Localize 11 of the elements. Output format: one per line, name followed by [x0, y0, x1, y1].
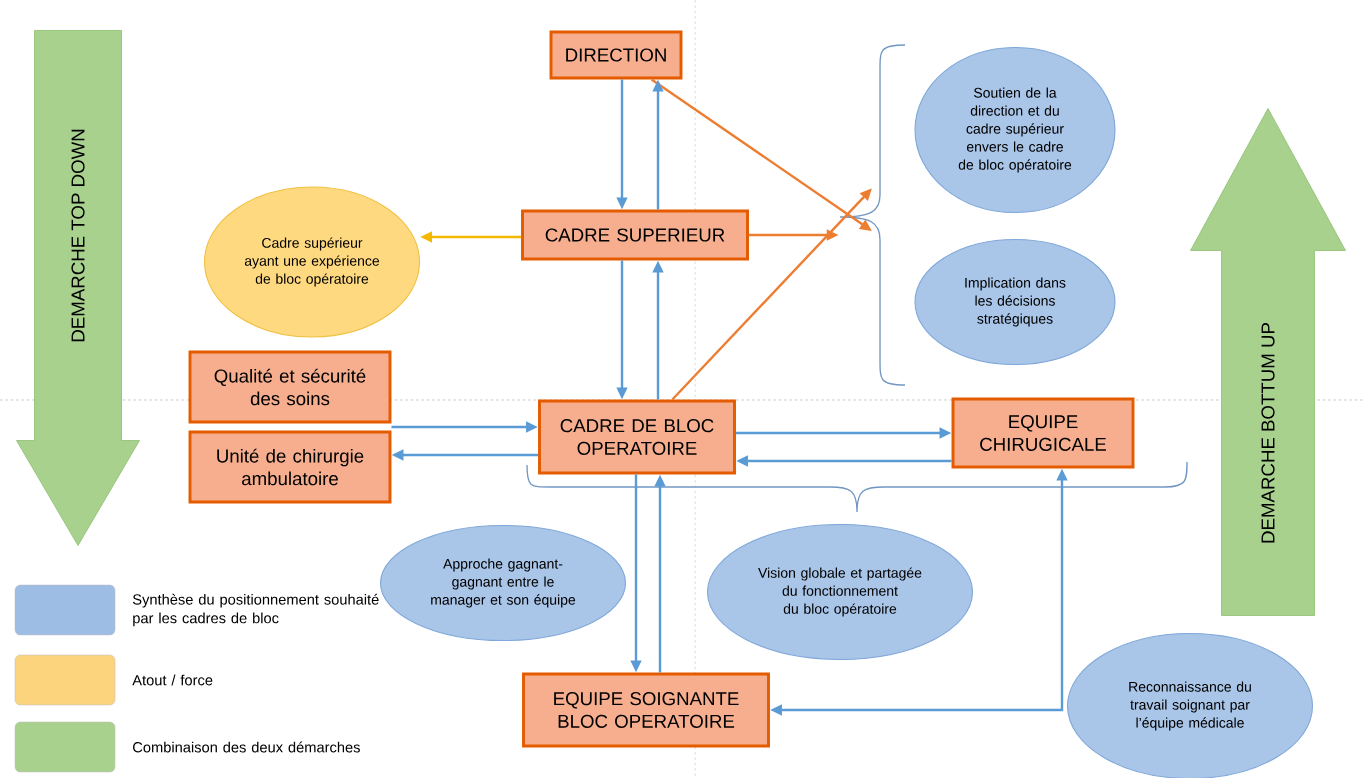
process-box: DIRECTION — [549, 30, 683, 80]
process-box: CADRE DE BLOC OPERATOIRE — [538, 399, 736, 475]
process-box: EQUIPE SOIGNANTE BLOC OPERATOIRE — [522, 672, 770, 748]
process-box: Unité de chirurgie ambulatoire — [188, 430, 392, 504]
process-box: CADRE SUPERIEUR — [521, 209, 749, 261]
legend-text: Atout / force — [132, 674, 213, 686]
process-box: EQUIPE CHIRUGICALE — [951, 397, 1135, 469]
legend-text: Combinaison des deux démarches — [133, 741, 360, 753]
process-box: Qualité et sécurité des soins — [188, 350, 392, 424]
brace — [839, 44, 906, 386]
legend-text: Synthèse du positionnement souhaité par les cadres de bloc — [132, 593, 379, 627]
